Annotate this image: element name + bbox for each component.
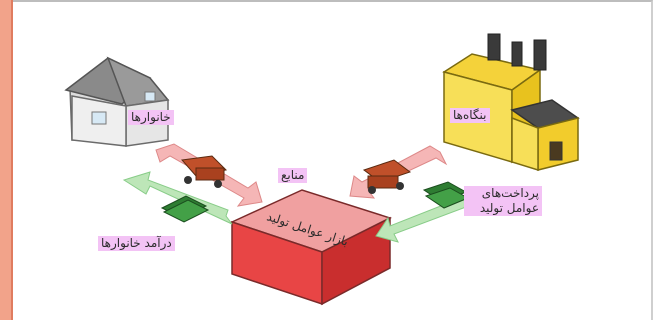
- label-firms: بنگاه‌ها: [450, 108, 490, 123]
- left-accent-bar: [0, 0, 13, 320]
- factory-icon: [442, 33, 580, 172]
- house-icon: [64, 56, 170, 147]
- money-icon-left: [160, 195, 210, 223]
- label-resources: منابع: [278, 168, 308, 183]
- label-factor-payments-line2: عوامل تولید: [479, 201, 539, 215]
- truck-icon-right: [362, 159, 412, 194]
- truck-icon-left: [181, 155, 228, 188]
- factor-market-box: [229, 189, 392, 306]
- label-factor-payments: پرداخت‌های عوامل تولید: [464, 186, 542, 216]
- label-households: خانوارها: [128, 110, 174, 125]
- label-factor-payments-line1: پرداخت‌های: [481, 186, 539, 200]
- label-household-income: درآمد خانوارها: [98, 236, 175, 251]
